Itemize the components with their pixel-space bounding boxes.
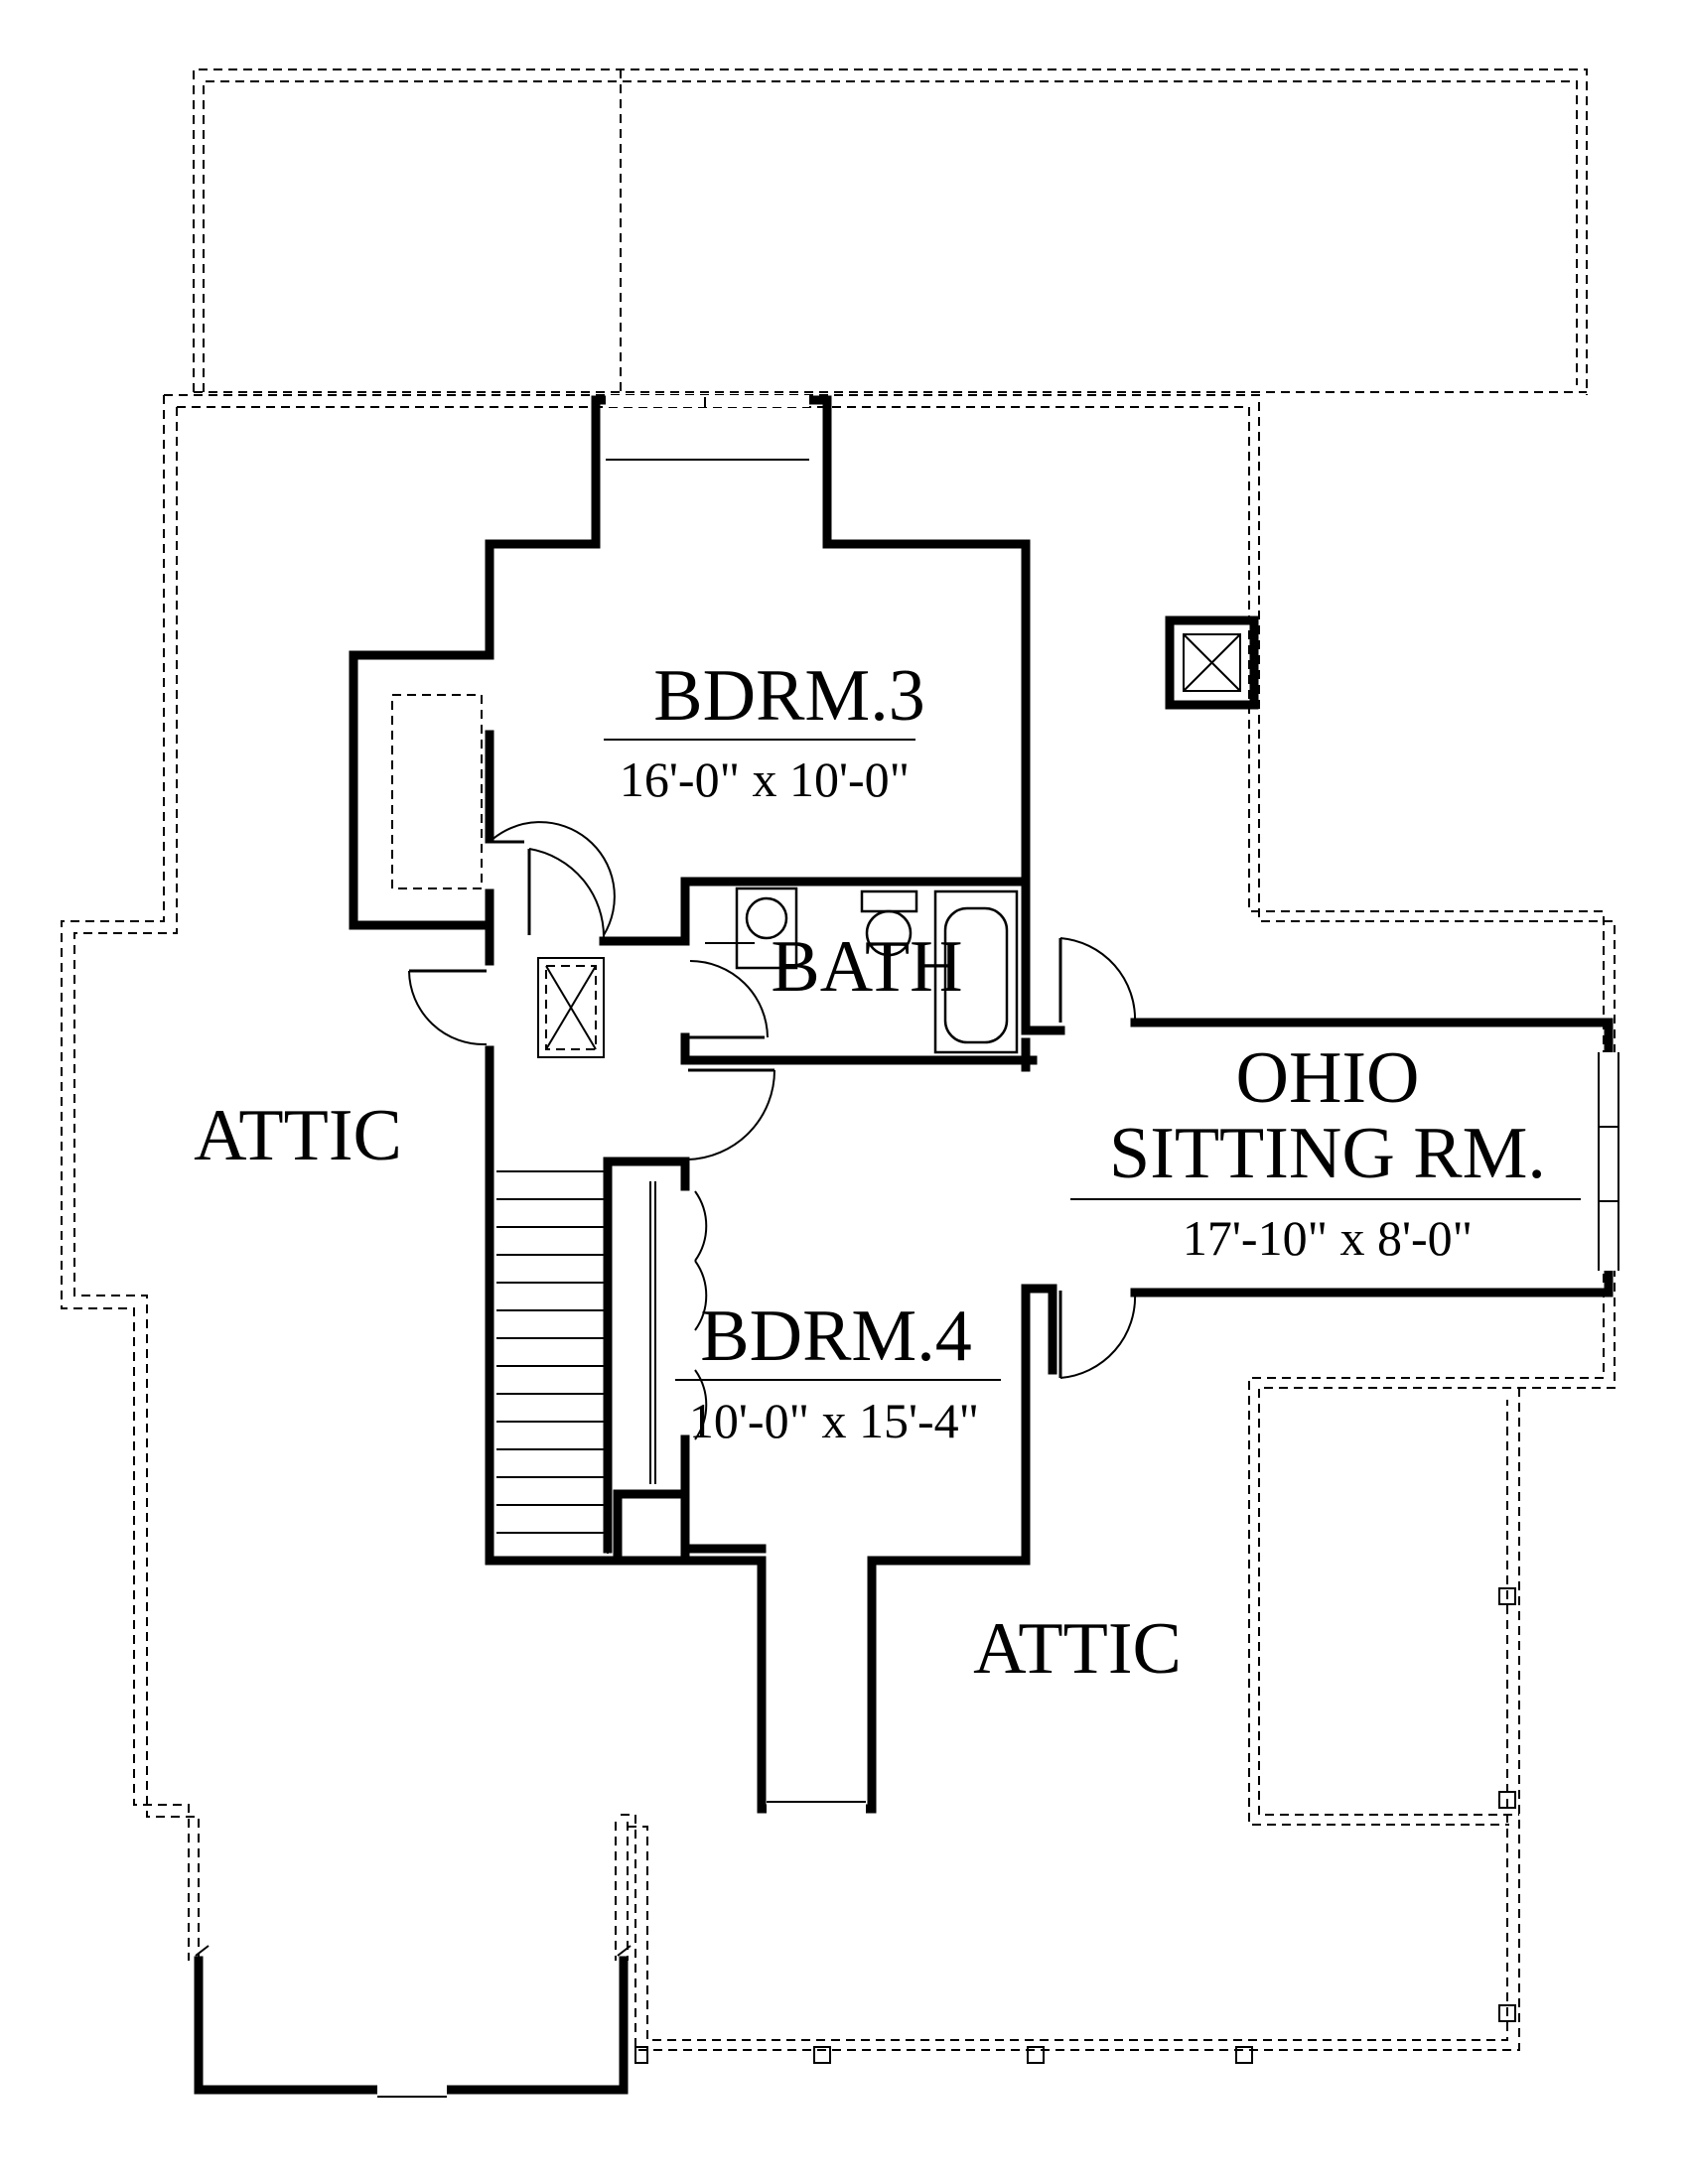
doors: [408, 821, 1137, 1484]
attic-right-name: ATTIC: [973, 1608, 1182, 1690]
closet-shelf: [391, 694, 483, 889]
stairs: [496, 1161, 609, 1554]
bath-name: BATH: [771, 926, 962, 1008]
ohio-name-line2: SITTING RM.: [1109, 1113, 1546, 1194]
chimney: [1165, 615, 1259, 710]
attic-left-name: ATTIC: [194, 1095, 402, 1176]
porch-columns: [634, 1587, 1516, 2064]
walls: [194, 395, 1614, 2095]
windows: [195, 395, 1619, 2098]
bdrm3-name: BDRM.3: [653, 655, 924, 737]
bath-fixtures: [705, 887, 1019, 1054]
bdrm3-dims: 16'-0" x 10'-0": [620, 751, 910, 807]
bdrm4-name: BDRM.4: [700, 1296, 971, 1377]
bdrm4-dims: 10'-0" x 15'-4": [689, 1393, 979, 1448]
attic-hatch: [537, 957, 605, 1058]
ohio-name-line1: OHIO: [1236, 1037, 1420, 1119]
room-labels: BDRM.3 16'-0" x 10'-0" BATH OHIO SITTING…: [194, 655, 1581, 1690]
ohio-dims: 17'-10" x 8'-0": [1183, 1210, 1473, 1266]
